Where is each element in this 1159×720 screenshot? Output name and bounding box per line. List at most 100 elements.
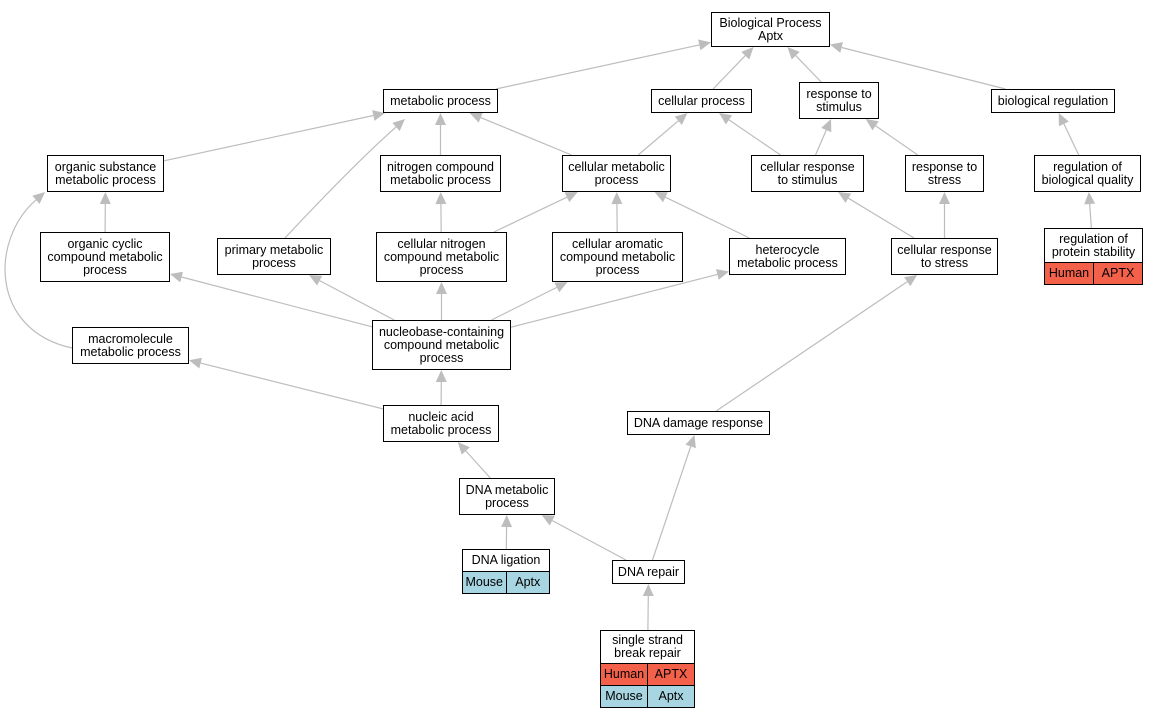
node-bp: Biological Process Aptx bbox=[711, 12, 830, 47]
edge-cncmp-to-cmp bbox=[493, 192, 578, 233]
node-label: nitrogen compound metabolic process bbox=[386, 159, 495, 187]
node-cp: cellular process bbox=[651, 89, 752, 113]
edge-rps-to-rbq bbox=[1084, 192, 1096, 229]
species-label: Mouse bbox=[465, 575, 504, 589]
node-label: organic cyclic compound metabolic proces… bbox=[47, 236, 163, 277]
edge-nbcmp-to-hmp bbox=[510, 269, 729, 328]
node-pmp: primary metabolic process bbox=[217, 238, 331, 275]
node-label: Biological Process Aptx bbox=[719, 15, 822, 43]
node-label: regulation of biological quality bbox=[1041, 159, 1134, 187]
node-cncmp: cellular nitrogen compound metabolic pro… bbox=[376, 232, 507, 282]
gene-label: APTX bbox=[647, 664, 694, 685]
node-label: response to stimulus bbox=[806, 86, 872, 114]
node-rbq: regulation of biological quality bbox=[1034, 155, 1141, 192]
edge-pmp-to-mp bbox=[284, 119, 405, 239]
annotation-row-mouse: Mouse Aptx bbox=[601, 685, 694, 707]
edge-dmp-to-namp bbox=[457, 442, 491, 479]
node-rs: response to stimulus bbox=[799, 82, 879, 119]
node-mp: metabolic process bbox=[383, 89, 498, 113]
edge-rbq-to-br bbox=[1058, 113, 1080, 156]
gene-label: Aptx bbox=[505, 572, 550, 593]
node-dr: DNA repair bbox=[612, 560, 685, 584]
node-label: macromolecule metabolic process bbox=[80, 331, 181, 359]
node-br: biological regulation bbox=[991, 89, 1115, 113]
node-label: regulation of protein stability bbox=[1051, 231, 1136, 259]
node-nbcmp: nucleobase-containing compound metabolic… bbox=[372, 320, 511, 370]
gene-label: APTX bbox=[1093, 263, 1142, 284]
edge-rts-to-rs bbox=[865, 119, 919, 156]
edge-cncmp-to-ncmp bbox=[435, 192, 447, 233]
node-cacmp: cellular aromatic compound metabolic pro… bbox=[552, 232, 683, 282]
edge-namp-to-nbcmp bbox=[435, 370, 447, 406]
species-label: Human bbox=[603, 667, 645, 681]
edge-nbcmp-to-pmp bbox=[309, 275, 395, 321]
node-namp: nucleic acid metabolic process bbox=[383, 405, 499, 442]
edge-dl-to-dmp bbox=[501, 515, 513, 550]
node-label: single strand break repair bbox=[612, 633, 683, 660]
node-label: cellular response to stress bbox=[897, 242, 992, 270]
edge-mp-to-bp bbox=[495, 39, 711, 90]
node-label: nucleobase-containing compound metabolic… bbox=[378, 324, 505, 365]
node-label: DNA metabolic process bbox=[465, 482, 549, 510]
node-ncmp: nitrogen compound metabolic process bbox=[380, 155, 501, 192]
edge-crts-to-rts bbox=[939, 192, 950, 238]
node-label: cellular process bbox=[658, 93, 745, 108]
node-label: primary metabolic process bbox=[224, 242, 324, 270]
edge-dr-to-dmp bbox=[541, 515, 627, 561]
edge-crs-to-cp bbox=[719, 113, 781, 156]
edge-cmp-to-cp bbox=[637, 113, 688, 156]
node-ddr: DNA damage response bbox=[627, 411, 770, 435]
node-label: heterocycle metabolic process bbox=[737, 242, 838, 270]
edge-ssbr-to-dr bbox=[642, 584, 654, 631]
node-label: biological regulation bbox=[997, 93, 1109, 108]
node-label: DNA ligation bbox=[471, 553, 541, 567]
node-label: response to stress bbox=[911, 159, 978, 187]
edge-cmp-to-mp bbox=[469, 112, 572, 156]
species-label: Mouse bbox=[605, 689, 643, 703]
edge-dr-to-ddr bbox=[651, 435, 696, 561]
node-label: DNA repair bbox=[617, 564, 680, 579]
edge-osmp-to-mp bbox=[163, 110, 386, 162]
edge-crts-to-crs bbox=[838, 192, 915, 239]
edge-br-to-bp bbox=[830, 42, 1006, 90]
edge-cacmp-to-cmp bbox=[611, 192, 623, 233]
edge-namp-to-mmp bbox=[189, 357, 384, 410]
gene-label: Aptx bbox=[647, 686, 694, 707]
edge-crs-to-rs bbox=[814, 119, 832, 156]
edge-occmp-to-osmp bbox=[99, 192, 111, 233]
edge-nbcmp-to-cacmp bbox=[491, 282, 568, 321]
node-cmp: cellular metabolic process bbox=[562, 155, 671, 192]
node-label: nucleic acid metabolic process bbox=[390, 409, 492, 437]
node-label: cellular nitrogen compound metabolic pro… bbox=[383, 236, 500, 277]
species-label: Human bbox=[1048, 266, 1090, 280]
node-crts: cellular response to stress bbox=[891, 238, 998, 275]
node-label: DNA damage response bbox=[633, 415, 764, 430]
edge-nbcmp-to-occmp bbox=[170, 271, 373, 328]
edge-nbcmp-to-cncmp bbox=[436, 282, 447, 320]
node-mmp: macromolecule metabolic process bbox=[72, 327, 189, 364]
node-label: cellular metabolic process bbox=[568, 159, 665, 187]
edge-hmp-to-cmp bbox=[654, 192, 750, 239]
edge-cp-to-bp bbox=[712, 47, 754, 90]
node-rts: response to stress bbox=[905, 155, 984, 192]
edge-ddr-to-crts bbox=[715, 275, 918, 412]
node-label: cellular response to stimulus bbox=[760, 159, 855, 187]
node-label: organic substance metabolic process bbox=[54, 159, 157, 187]
node-dmp: DNA metabolic process bbox=[459, 478, 555, 515]
node-crs: cellular response to stimulus bbox=[751, 155, 864, 192]
node-label: cellular aromatic compound metabolic pro… bbox=[559, 236, 676, 277]
edge-ncmp-to-mp bbox=[435, 113, 446, 155]
edge-rs-to-bp bbox=[787, 47, 822, 83]
node-osmp: organic substance metabolic process bbox=[47, 155, 164, 192]
node-hmp: heterocycle metabolic process bbox=[729, 238, 846, 275]
node-occmp: organic cyclic compound metabolic proces… bbox=[40, 232, 170, 282]
node-label: metabolic process bbox=[390, 93, 491, 108]
edge-mmp-to-osmp bbox=[4, 192, 73, 349]
